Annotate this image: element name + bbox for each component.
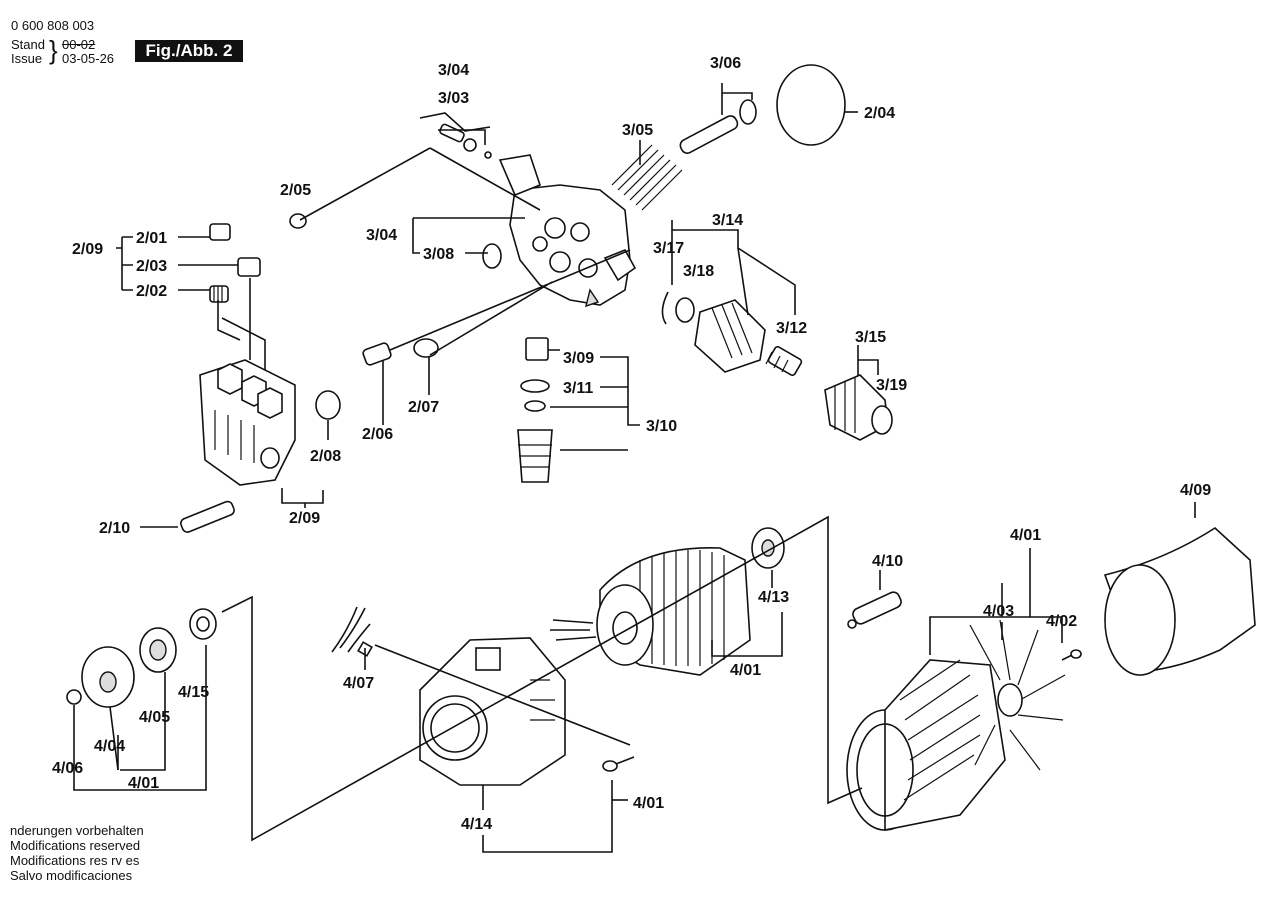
label-4-14: 4/14 (461, 816, 492, 833)
stator-4-01 (846, 659, 1006, 831)
label-4-01-bearings: 4/01 (128, 775, 159, 792)
pump-head-drawing (498, 154, 637, 308)
label-4-15: 4/15 (178, 684, 209, 701)
label-3-11: 3/11 (563, 380, 593, 397)
label-4-03: 4/03 (983, 603, 1014, 620)
footer-line-en: Modifications reserved (10, 838, 141, 853)
label-2-09-bot: 2/09 (289, 510, 320, 527)
label-2-01: 2/01 (136, 230, 167, 247)
label-3-09: 3/09 (563, 350, 594, 367)
screw-4-01 (602, 756, 635, 772)
label-4-04: 4/04 (94, 738, 125, 755)
label-2-02: 2/02 (136, 283, 167, 300)
label-3-04-top: 3/04 (438, 62, 469, 79)
label-4-01-stator: 4/01 (1010, 527, 1041, 544)
fan-4-03 (969, 619, 1066, 771)
label-2-04: 2/04 (864, 105, 895, 122)
valve-stack-3-10 (517, 337, 553, 483)
label-4-09: 4/09 (1180, 482, 1211, 499)
issue-label: Issue (11, 51, 43, 66)
label-2-05: 2/05 (280, 182, 311, 199)
label-4-07: 4/07 (343, 675, 374, 692)
manifold-drawing (199, 359, 296, 486)
stand-value: 00-02 (62, 37, 96, 52)
label-2-10: 2/10 (99, 520, 130, 537)
label-3-14: 3/14 (712, 212, 743, 229)
small-parts-left (209, 213, 502, 303)
label-4-10: 4/10 (872, 553, 903, 570)
figure-label: Fig./Abb. 2 (135, 40, 243, 62)
label-2-07: 2/07 (408, 399, 439, 416)
footer-line-es: Salvo modificaciones (10, 868, 133, 883)
label-3-03: 3/03 (438, 90, 469, 107)
housing-4-14 (419, 637, 566, 786)
label-2-09-top: 2/09 (72, 241, 103, 258)
label-3-19: 3/19 (876, 377, 907, 394)
part-labels: 3/04 3/03 3/06 2/04 3/05 2/05 3/04 3/08 … (52, 55, 1211, 833)
label-3-18: 3/18 (683, 263, 714, 280)
label-2-06: 2/06 (362, 426, 393, 443)
bearing-group-4-01 (66, 608, 217, 708)
footer-disclaimer: nderungen vorbehalten Modifications rese… (10, 823, 144, 883)
label-3-06: 3/06 (710, 55, 741, 72)
issue-value: 03-05-26 (62, 51, 115, 66)
leader-lines (73, 83, 1196, 853)
screw-4-02 (1061, 649, 1082, 661)
label-4-01-screw: 4/01 (633, 795, 664, 812)
label-4-01-armature: 4/01 (730, 662, 761, 679)
small-valve-drawing (419, 112, 492, 159)
fitting-3-15 (824, 374, 893, 441)
label-4-02: 4/02 (1046, 613, 1077, 630)
label-3-04-mid: 3/04 (366, 227, 397, 244)
label-3-12: 3/12 (776, 320, 807, 337)
stand-label: Stand (11, 37, 45, 52)
coupling-3-14 (661, 291, 803, 376)
label-3-05: 3/05 (622, 122, 653, 139)
label-3-10: 3/10 (646, 418, 677, 435)
spring-3-05 (611, 144, 683, 211)
cap-4-09 (1103, 526, 1256, 676)
footer-line-de: nderungen vorbehalten (10, 823, 144, 838)
footer-line-fr: Modifications res rv es (10, 853, 140, 868)
piston-3-06 (679, 99, 757, 154)
label-3-08: 3/08 (423, 246, 454, 263)
label-2-08: 2/08 (310, 448, 341, 465)
brace-glyph: } (49, 35, 58, 65)
label-4-06: 4/06 (52, 760, 83, 777)
label-4-13: 4/13 (758, 589, 789, 606)
tube-4-10 (847, 591, 902, 629)
label-4-05: 4/05 (139, 709, 170, 726)
label-2-03: 2/03 (136, 258, 167, 275)
part-number: 0 600 808 003 (11, 18, 95, 33)
wires-4-07 (331, 606, 373, 657)
label-3-17: 3/17 (653, 240, 684, 257)
small-parts-center (180, 338, 439, 533)
o-ring-2-04 (776, 64, 846, 146)
label-3-15: 3/15 (855, 329, 886, 346)
